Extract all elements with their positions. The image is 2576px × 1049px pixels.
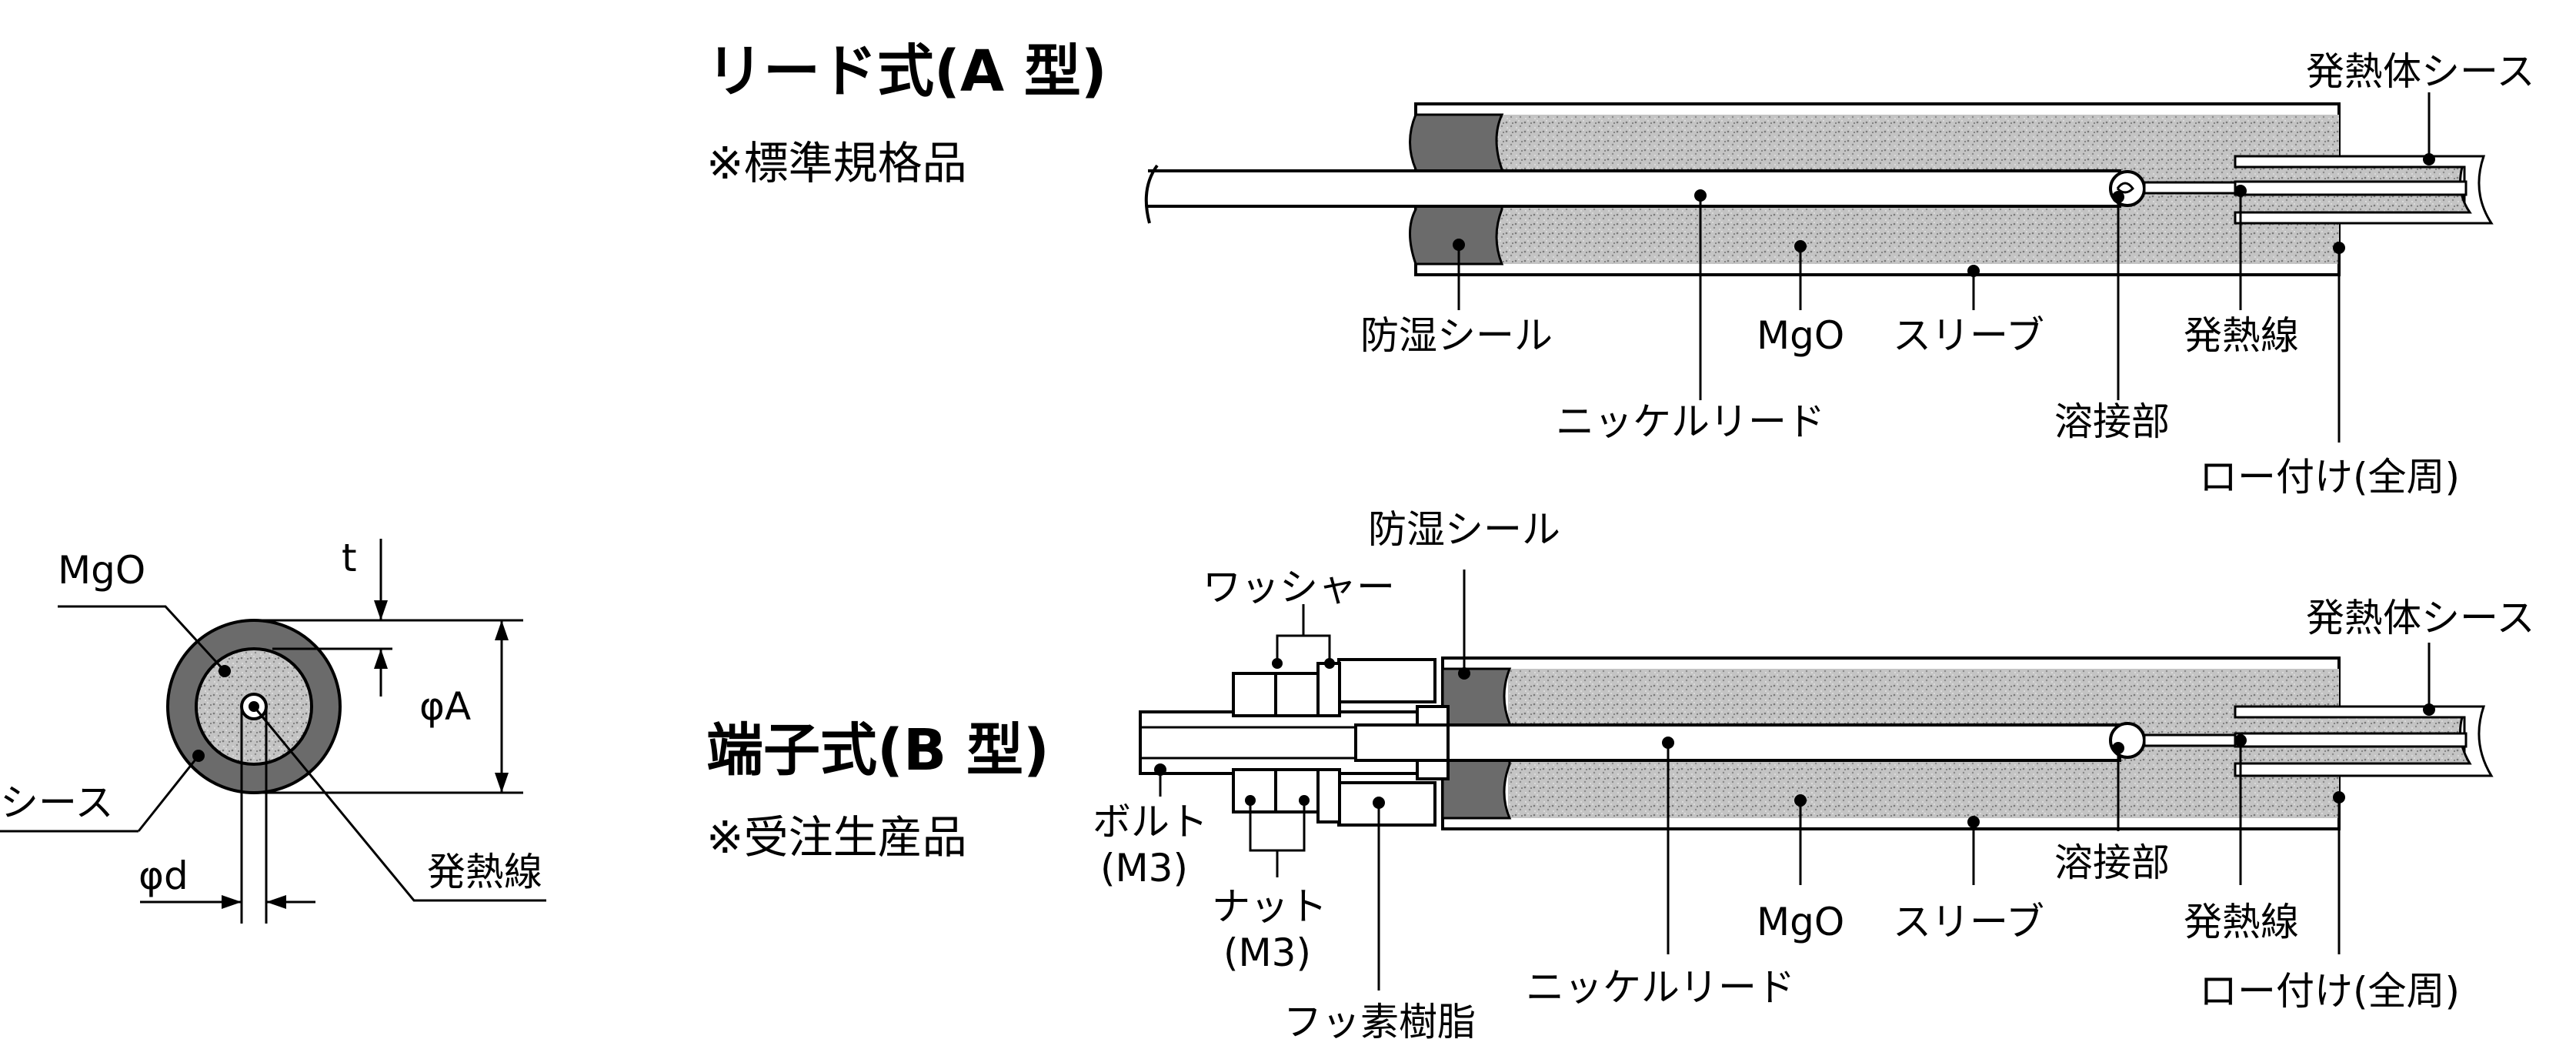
type-b-mgo-label: MgO [1757,900,1844,944]
type-a-seal-label: 防湿シール [1360,313,1553,358]
type-b-fluororesin-upper [1337,658,1436,703]
type-b-washer-lower [1316,768,1341,823]
type-b-nut-size-label: (M3) [1223,930,1311,975]
type-b-washer-upper [1316,662,1341,717]
cs-mgo-label: MgO [58,548,145,593]
type-b-washer-label: ワッシャー [1203,565,1395,610]
type-b-heater-sheath-label: 発熱体シース [2306,596,2535,640]
heating-wire-leader [252,706,546,902]
mgo-leader [58,605,226,673]
type-b-sleeve-label: スリーブ [1893,900,2044,944]
type-b-title: 端子式(B 型) [706,717,1049,783]
type-b-nut-1 [1232,672,1277,717]
cs-sheath-label: シース [0,780,114,825]
type-a-heater-sheath-label: 発熱体シース [2306,49,2535,94]
type-b-weld-label: 溶接部 [2054,840,2170,885]
type-b-nickel-lead-label: ニッケルリード [1526,965,1795,1010]
cross-section: MgO シース 発熱線 t φA φd [0,536,546,924]
type-b-bolt-size-label: (M3) [1100,846,1188,890]
type-b-nut-2 [1274,672,1320,717]
type-a-nickel-lead-label: ニッケルリード [1556,399,1825,444]
type-b-nickel-lead [1441,723,2121,762]
cs-phi-d-label: φd [138,854,189,898]
type-b-fluororesin-label: フッ素樹脂 [1283,1000,1476,1044]
type-b-seal-label: 防湿シール [1368,507,1560,552]
type-a-sleeve-label: スリーブ [1893,313,2044,358]
cs-t-label: t [342,536,357,580]
type-b-nut-3 [1232,768,1277,813]
type-a: リード式(A 型) ※標準規格品 防湿シール ニッケルリード MgO スリーブ … [706,38,2535,499]
type-a-nickel-lead [1148,169,2121,208]
type-a-mgo-label: MgO [1757,313,1844,358]
sheath-dot [192,750,205,762]
type-a-weld-label: 溶接部 [2054,399,2170,444]
type-b-note: ※受注生産品 [706,811,967,864]
type-b-fluororesin-lower [1337,781,1436,827]
sheath-leader [137,755,200,832]
type-b-heating-wire-label: 発熱線 [2184,900,2299,944]
type-a-title: リード式(A 型) [706,38,1107,105]
type-b: 端子式(B 型) ※受注生産品 ワッシ [706,507,2535,1044]
type-b-brazing-label: ロー付け(全周) [2199,969,2460,1014]
type-a-note: ※標準規格品 [706,137,967,189]
cs-heating-wire-label: 発熱線 [427,850,542,894]
type-b-nut-label: ナット [1212,884,1327,929]
type-a-brazing-label: ロー付け(全周) [2199,455,2460,499]
type-b-nut-4 [1274,768,1320,813]
type-a-heating-wire-label: 発熱線 [2184,313,2299,358]
cs-phi-a-label: φA [419,684,471,729]
mgo-dot [219,665,231,677]
type-b-bolt-label: ボルト [1093,800,1208,844]
